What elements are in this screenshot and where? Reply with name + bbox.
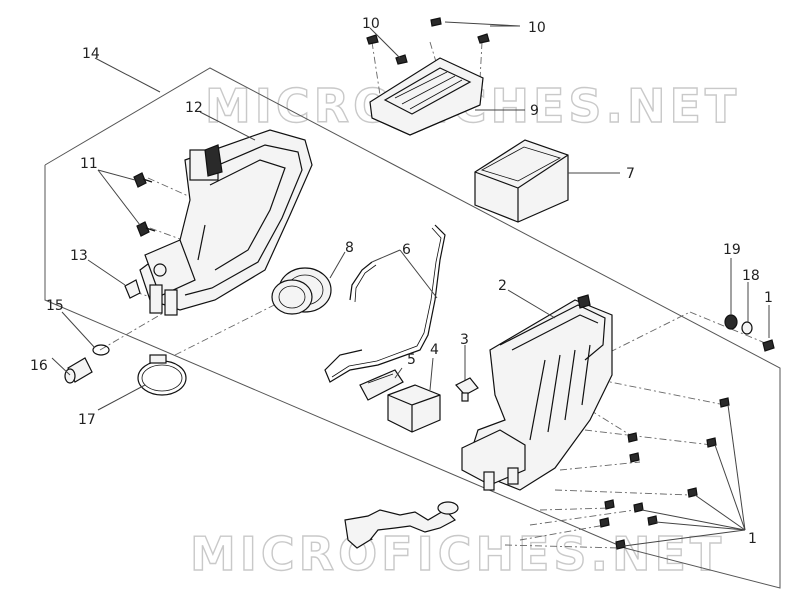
callout-1-bottom: 1 bbox=[748, 531, 757, 547]
leader-lines bbox=[51, 21, 770, 547]
hose bbox=[344, 501, 459, 549]
gasket-part-6 bbox=[324, 224, 446, 383]
callout-12: 12 bbox=[185, 100, 203, 116]
callout-15: 15 bbox=[46, 298, 64, 314]
callout-2: 2 bbox=[498, 278, 507, 294]
screws-part-11 bbox=[133, 172, 156, 237]
callout-11: 11 bbox=[80, 156, 98, 172]
callout-7: 7 bbox=[626, 166, 635, 182]
housing-part-2 bbox=[461, 294, 613, 491]
nut-part-19 bbox=[724, 314, 738, 330]
plug-part-16 bbox=[64, 357, 93, 384]
watermark-bottom: MICROFICHES.NET bbox=[190, 527, 725, 581]
callout-14: 14 bbox=[82, 46, 100, 62]
screws-part-1 bbox=[599, 397, 730, 550]
callout-1-top: 1 bbox=[764, 290, 773, 306]
callout-8: 8 bbox=[345, 240, 354, 256]
sleeve-part-8 bbox=[271, 267, 332, 315]
callout-5: 5 bbox=[407, 352, 416, 368]
callout-16: 16 bbox=[30, 358, 48, 374]
airbox-cover-part-12 bbox=[139, 129, 313, 316]
insert-part-13 bbox=[124, 279, 141, 299]
callout-17: 17 bbox=[78, 412, 96, 428]
seal-part-5 bbox=[359, 369, 404, 401]
assembly-frame bbox=[44, 67, 781, 589]
foam-part-4 bbox=[387, 384, 441, 433]
callout-3: 3 bbox=[460, 332, 469, 348]
hardware-right bbox=[724, 314, 775, 352]
air-filter-part-7 bbox=[474, 139, 569, 223]
callout-10-left: 10 bbox=[362, 16, 380, 32]
callout-4: 4 bbox=[430, 342, 439, 358]
lid-part-9 bbox=[369, 57, 484, 136]
callout-10-right: 10 bbox=[528, 20, 546, 36]
callout-18: 18 bbox=[742, 268, 760, 284]
washer-part-18 bbox=[741, 321, 753, 335]
screw-part-1-top bbox=[762, 339, 775, 352]
callout-9: 9 bbox=[530, 103, 539, 119]
cap-part-3 bbox=[455, 377, 479, 402]
callout-19: 19 bbox=[723, 242, 741, 258]
callout-6: 6 bbox=[402, 242, 411, 258]
callout-labels: 14 12 11 13 15 16 17 8 6 5 4 3 2 7 9 10 … bbox=[30, 16, 773, 547]
clamp-part-17 bbox=[137, 354, 187, 396]
callout-13: 13 bbox=[70, 248, 88, 264]
screws-part-10 bbox=[366, 17, 490, 65]
clip-part-15 bbox=[92, 344, 110, 356]
